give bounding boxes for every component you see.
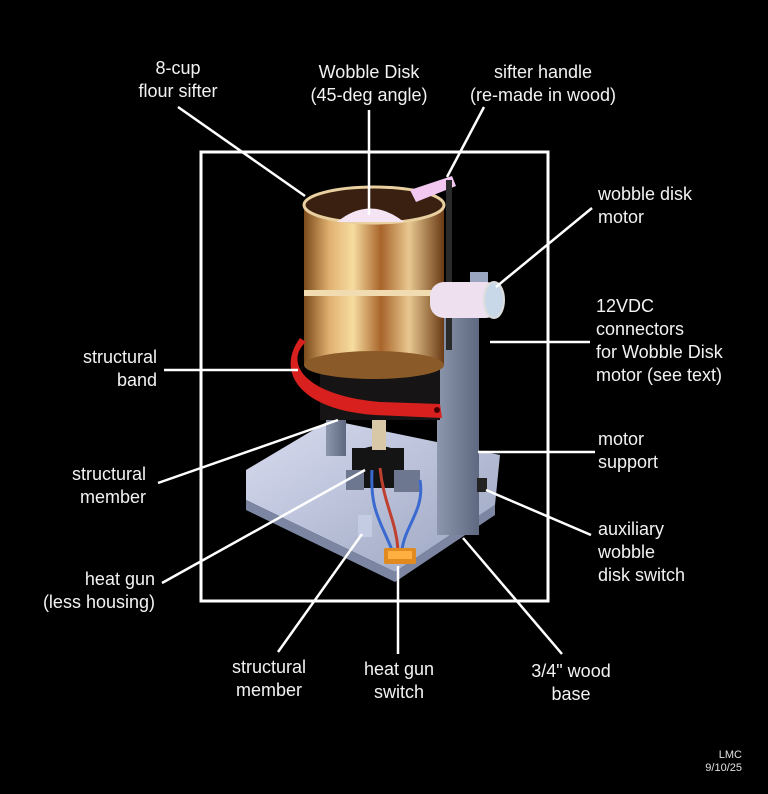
leader-lines (157, 105, 595, 655)
label-line: motor (see text) (596, 365, 723, 385)
label-flour-sifter: 8-cup flour sifter (138, 57, 217, 103)
label-motor-support: motor support (598, 428, 658, 474)
label-line: structural (82, 347, 157, 367)
label-connectors: 12VDC connectors for Wobble Disk motor (… (596, 295, 723, 387)
label-line: (re-made in wood) (469, 85, 617, 105)
label-line: (45-deg angle) (310, 85, 428, 105)
label-line: wobble (598, 542, 656, 562)
wobble-disk-motor-shape (430, 281, 505, 319)
callout-frame (199, 150, 550, 603)
sifter-handle-shape (410, 176, 456, 202)
label-structural-member-left: structural member (72, 463, 146, 509)
signature-initials: LMC (718, 749, 742, 761)
label-line: member (79, 487, 146, 507)
label-line: 8-cup (155, 58, 201, 78)
label-line: disk switch (598, 565, 686, 585)
label-sifter-handle: sifter handle (re-made in wood) (470, 61, 616, 107)
label-line: support (598, 452, 659, 472)
label-line: for Wobble Disk (596, 342, 723, 362)
label-line: heat gun (363, 659, 435, 679)
label-line: band (116, 370, 157, 390)
label-wobble-disk: Wobble Disk (45-deg angle) (310, 61, 427, 107)
heat-gun-shape (346, 400, 420, 492)
label-heat-gun: heat gun (less housing) (43, 568, 155, 614)
signature-date: 9/10/25 (705, 762, 742, 774)
structural-band-shape (290, 338, 442, 418)
label-wobble-disk-motor: wobble disk motor (598, 183, 692, 229)
label-structural-band: structural band (83, 346, 157, 392)
wobble-disk-shape (337, 208, 404, 222)
label-line: auxiliary (598, 519, 665, 539)
label-line: switch (373, 682, 425, 702)
label-wood-base: 3/4" wood base (531, 660, 610, 706)
structural-member-bottom-shape (358, 515, 372, 537)
signature: LMC 9/10/25 (700, 749, 742, 775)
label-line: 3/4" wood (531, 661, 611, 681)
label-line: wobble disk (598, 184, 693, 204)
label-line: heat gun (84, 569, 155, 589)
label-line: structural (231, 657, 307, 677)
label-line: motor (598, 207, 645, 227)
label-aux-switch: auxiliary wobble disk switch (598, 518, 685, 587)
label-line: flour sifter (138, 81, 218, 101)
label-line: (less housing) (42, 592, 155, 612)
label-line: motor (598, 429, 645, 449)
label-line: structural (71, 464, 146, 484)
label-line: 12VDC (596, 296, 655, 316)
label-line: member (235, 680, 302, 700)
label-line: sifter handle (493, 62, 593, 82)
aux-switch-shape (477, 478, 487, 492)
flour-sifter-shape (302, 185, 446, 379)
label-heat-gun-switch: heat gun switch (364, 658, 434, 704)
label-line: Wobble Disk (318, 62, 420, 82)
label-structural-member-bottom: structural member (232, 656, 306, 702)
label-line: base (551, 684, 591, 704)
label-line: connectors (596, 319, 685, 339)
